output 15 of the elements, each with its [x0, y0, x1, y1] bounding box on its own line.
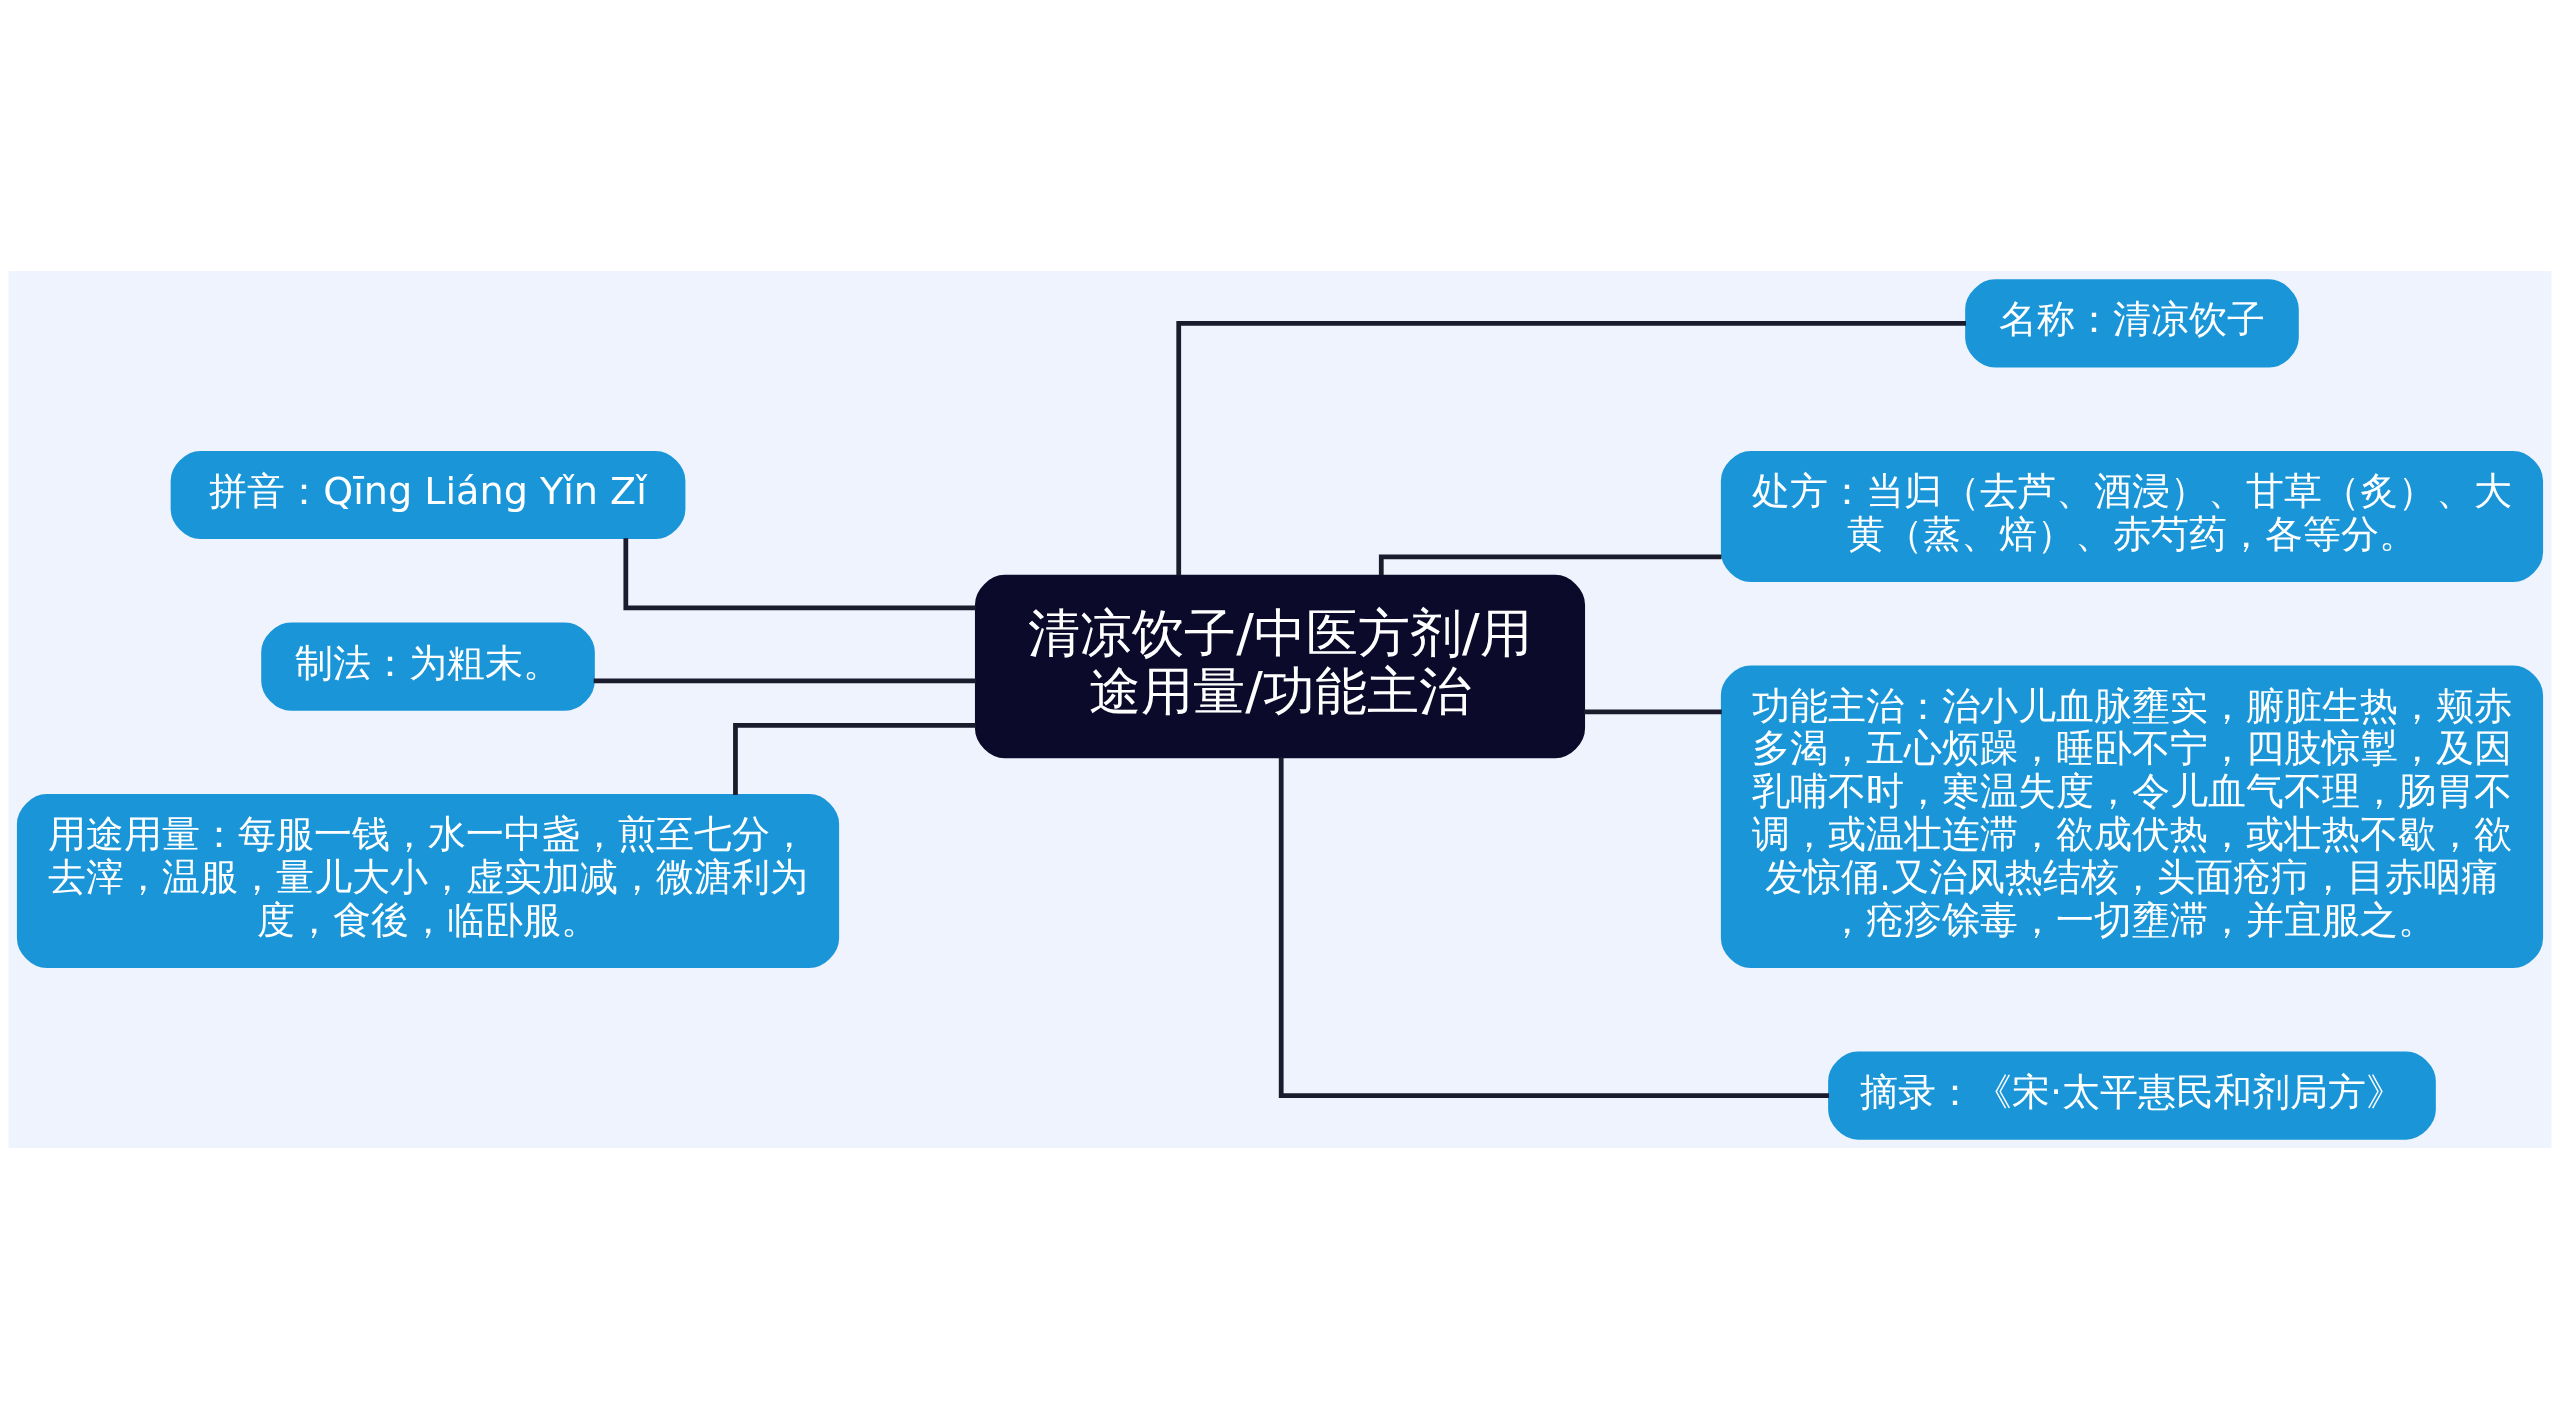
connector	[733, 723, 976, 796]
node-box: 处方：当归（去芦、酒浸）、甘草（炙）、大黄（蒸、焙）、赤芍药，各等分。	[1720, 450, 2544, 582]
connector	[623, 538, 976, 611]
node-box: 功能主治：治小儿血脉壅实，腑脏生热，颊赤多渴，五心烦躁，睡卧不宁，四肢惊掣，及因乳哺不时，寒温失度，令儿血气不理，肠胃不调，或温壮连滞，欲成伏热，或壮热不歇，欲发惊俑.又治风热结核，头面疮疖，目赤咽痛，疮疹馀毒，一切壅滞，并宜服之。	[1720, 665, 2544, 969]
connector	[1583, 709, 1722, 715]
connector	[1378, 554, 1722, 576]
node-box: 用途用量：每服一钱，水一中盏，煎至七分，去滓，温服，量儿大小，虚实加减，微溏利为度，食後，临卧服。	[16, 794, 840, 969]
connector	[593, 678, 977, 684]
node-box: 清凉饮子/中医方剂/用途用量/功能主治	[974, 574, 1586, 759]
node-box: 摘录：《宋·太平惠民和剂局方》	[1828, 1051, 2436, 1140]
connector	[1176, 321, 1966, 576]
node-box: 名称：清凉饮子	[1965, 279, 2299, 368]
node-box: 制法：为粗末。	[261, 622, 595, 711]
node-box: 拼音：Qīng Liáng Yǐn Zǐ	[170, 450, 686, 540]
connector	[1278, 757, 1830, 1098]
